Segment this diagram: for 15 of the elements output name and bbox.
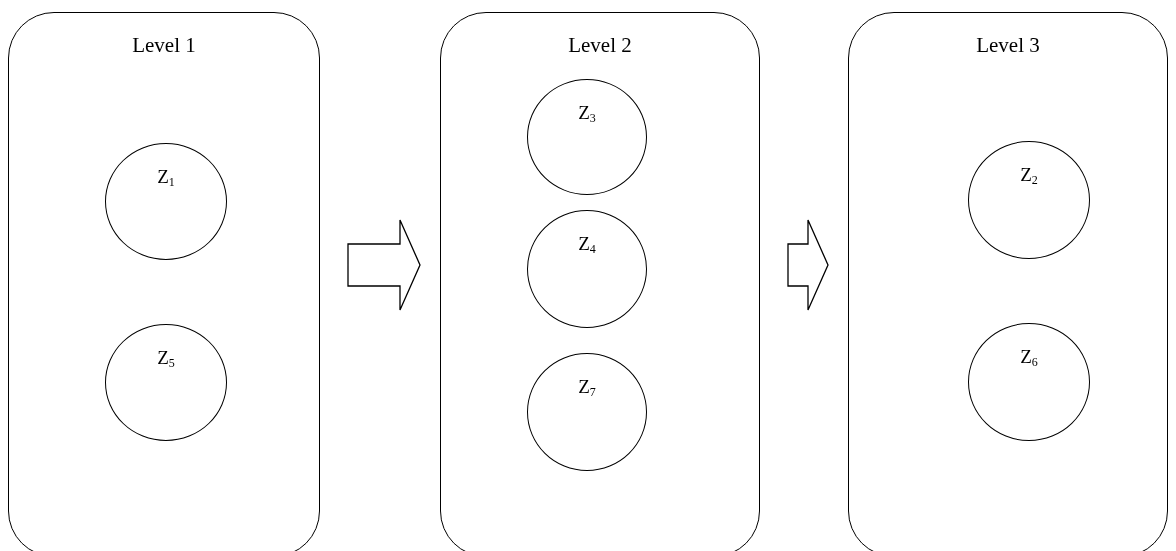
- node-label: Z$_{4}$: [577, 233, 597, 255]
- node-label: Z$_{3}$: [577, 102, 597, 124]
- node-label: Z$_{7}$: [577, 376, 597, 398]
- level-panel: [8, 12, 320, 551]
- block-arrow: [787, 219, 829, 311]
- level-panel: [848, 12, 1168, 551]
- block-arrow: [347, 219, 421, 311]
- node-label: Z$_{6}$: [1019, 346, 1039, 368]
- node-label: Z$_{5}$: [156, 347, 176, 369]
- level-panel: [440, 12, 760, 551]
- node-label: Z$_{1}$: [156, 166, 176, 188]
- panel-title: Level 2: [567, 33, 633, 58]
- panel-title: Level 1: [131, 33, 197, 58]
- node-label: Z$_{2}$: [1019, 164, 1039, 186]
- panel-title: Level 3: [975, 33, 1041, 58]
